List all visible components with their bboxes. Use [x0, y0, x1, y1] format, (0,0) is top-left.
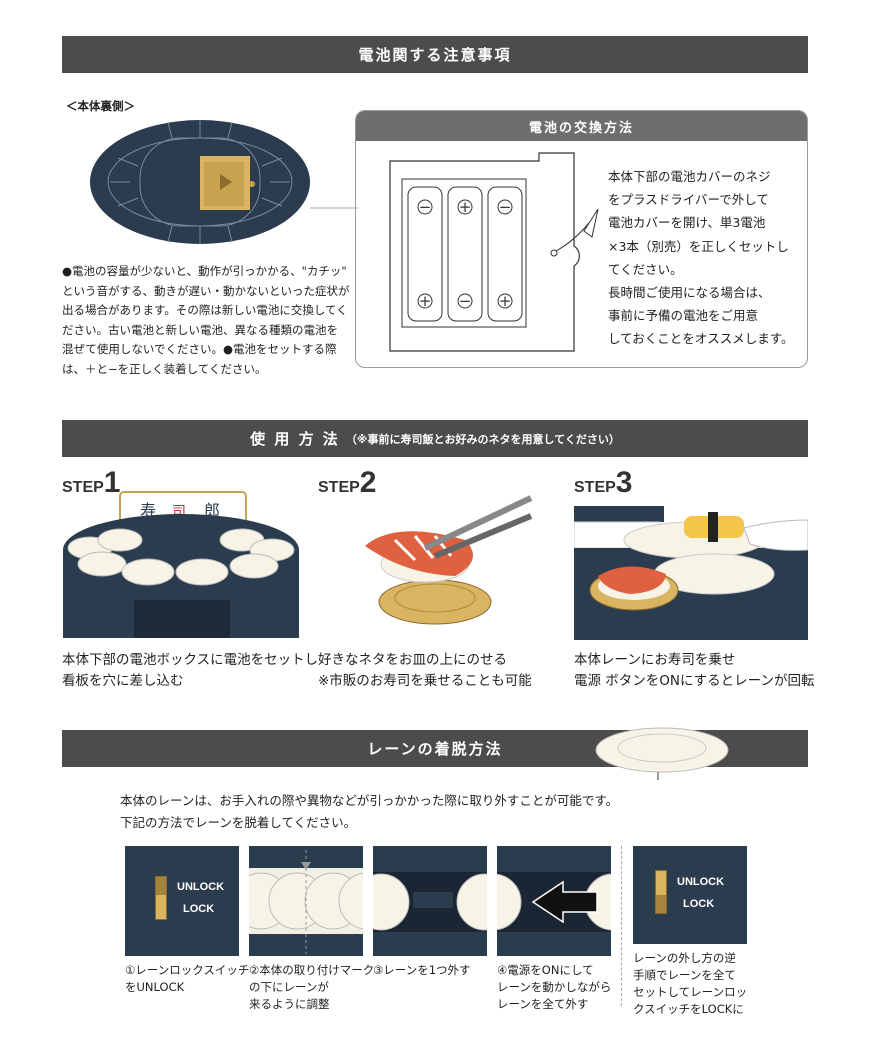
- lock-switch: [155, 876, 167, 920]
- svg-text:+: +: [499, 292, 512, 310]
- lane-panel-3: [373, 846, 487, 956]
- lane-intro-text: 本体のレーンは、お手入れの際や異物などが引っかかった際に取り外すことが可能です。…: [120, 790, 618, 834]
- step2-label: STEP2: [318, 466, 376, 500]
- lock-label: LOCK: [183, 903, 215, 915]
- step3-illustration: [574, 506, 808, 640]
- caption-line: ※市販のお寿司を乗せることも可能: [318, 673, 532, 689]
- step-prefix: STEP: [318, 479, 360, 496]
- usage-section-subtitle: （※事前に寿司飯とお好みのネタを用意してください）: [345, 432, 620, 446]
- battery-section-header: 電池関する注意事項: [62, 36, 808, 73]
- usage-section-title: 使 用 方 法: [250, 430, 340, 448]
- step-prefix: STEP: [574, 479, 616, 496]
- exchange-line: をプラスドライバーで外して: [608, 192, 769, 208]
- unit-back-illustration: [90, 120, 358, 244]
- caption-line: をUNLOCK: [125, 980, 185, 994]
- caption-line: レーンを動かしながら: [497, 980, 612, 994]
- exchange-line: 事前に予備の電池をご用意: [608, 308, 759, 324]
- lane-panel-2: [249, 846, 363, 956]
- step1-illustration: 寿 司 郎: [63, 491, 299, 638]
- exchange-line: てください。: [608, 261, 683, 277]
- battery-exchange-text: 本体下部の電池カバーのネジ をプラスドライバーで外して 電池カバーを開け、単3電…: [608, 165, 794, 351]
- caption-line: 好きなネタをお皿の上にのせる: [318, 652, 507, 668]
- exchange-line: しておくことをオススメします。: [608, 331, 794, 347]
- svg-text:−: −: [459, 292, 472, 310]
- lane-section-title: レーンの着脱方法: [367, 740, 503, 758]
- step-number: 3: [615, 466, 633, 499]
- caption-line: 本体レーンにお寿司を乗せ: [574, 652, 736, 668]
- step-number: 2: [359, 466, 377, 499]
- battery-exchange-title: 電池の交換方法: [356, 111, 807, 141]
- intro-line: 本体のレーンは、お手入れの際や異物などが引っかかった際に取り外すことが可能です。: [120, 793, 619, 808]
- battery-exchange-box: 電池の交換方法 − + + − − + 本体下部の電池カバーのネジ をプラスドラ…: [355, 110, 808, 368]
- caption-line: の下にレーンが: [249, 980, 329, 994]
- lane-caption-5: レーンの外し方の逆 手順でレーンを全て セットしてレーンロッ クスイッチをLOC…: [633, 950, 747, 1018]
- unlock-label: UNLOCK: [677, 876, 725, 888]
- svg-text:+: +: [459, 198, 472, 216]
- warning-line: という音がする、動きが遅い・動かないといった症状が: [62, 283, 350, 298]
- lane-panel-4: [497, 846, 611, 956]
- intro-line: 下記の方法でレーンを脱着してください。: [120, 815, 357, 830]
- warning-line: ●電池の容量が少ないと、動作が引っかかる、"カチッ": [62, 264, 347, 278]
- exchange-line: ×3本（別売）を正しくセットし: [608, 238, 789, 254]
- step1-caption: 本体下部の電池ボックスに電池をセットし 看板を穴に差し込む: [62, 650, 318, 692]
- lane-caption-4: ④電源をONにして レーンを動かしながら レーンを全て外す: [497, 962, 611, 1013]
- caption-line: レーンの外し方の逆: [633, 951, 736, 965]
- step3-label: STEP3: [574, 466, 632, 500]
- caption-line: 本体下部の電池ボックスに電池をセットし: [62, 652, 319, 668]
- caption-line: ①レーンロックスイッチ: [125, 963, 250, 977]
- warning-line: 出る場合があります。その際は新しい電池に交換してく: [62, 303, 348, 317]
- step-prefix: STEP: [62, 479, 104, 496]
- lock-label: LOCK: [683, 898, 715, 910]
- warning-line: ださい。古い電池と新しい電池、異なる種類の電池を: [62, 322, 338, 337]
- lane-plate-illustration: [595, 727, 729, 780]
- caption-line: 手順でレーンを全て: [633, 968, 736, 982]
- step1-label: STEP1: [62, 466, 120, 500]
- caption-line: 看板を穴に差し込む: [62, 673, 184, 689]
- lane-panel-5: UNLOCK LOCK: [633, 846, 747, 944]
- battery-compartment-illustration: − + + − − +: [389, 152, 599, 352]
- lane-caption-2: ②本体の取り付けマーク の下にレーンが 来るように調整: [249, 962, 374, 1013]
- battery-section-title: 電池関する注意事項: [358, 46, 512, 64]
- lock-switch: [655, 870, 667, 914]
- lane-caption-1: ①レーンロックスイッチ をUNLOCK: [125, 962, 249, 996]
- usage-section-header: 使 用 方 法 （※事前に寿司飯とお好みのネタを用意してください）: [62, 420, 808, 457]
- back-side-label: ＜本体裏側＞: [66, 99, 135, 113]
- exchange-line: 長時間ご使用になる場合は、: [608, 285, 771, 301]
- lane-caption-3: ③レーンを1つ外す: [373, 962, 471, 979]
- caption-line: レーンを全て外す: [497, 997, 589, 1011]
- step2-caption: 好きなネタをお皿の上にのせる ※市販のお寿司を乗せることも可能: [318, 650, 532, 692]
- step-number: 1: [103, 466, 121, 499]
- exchange-line: 本体下部の電池カバーのネジ: [608, 169, 771, 184]
- warning-line: 混ぜて使用しないでください。●電池をセットする際: [62, 342, 337, 356]
- step3-caption: 本体レーンにお寿司を乗せ 電源 ボタンをONにするとレーンが回転: [574, 650, 814, 692]
- svg-text:+: +: [419, 292, 432, 310]
- unlock-label: UNLOCK: [177, 881, 225, 893]
- caption-line: 電源 ボタンをONにするとレーンが回転: [574, 673, 815, 689]
- lane-panel-1: UNLOCK LOCK: [125, 846, 239, 956]
- caption-line: 来るように調整: [249, 997, 330, 1011]
- caption-line: ②本体の取り付けマーク: [249, 963, 375, 977]
- warning-line: は、＋と−を正しく装着してください。: [62, 361, 267, 376]
- exchange-line: 電池カバーを開け、単3電池: [608, 215, 766, 231]
- svg-text:−: −: [499, 198, 512, 216]
- battery-warning-text: ●電池の容量が少ないと、動作が引っかかる、"カチッ" という音がする、動きが遅い…: [62, 262, 352, 379]
- step2-illustration: [365, 495, 533, 625]
- caption-line: クスイッチをLOCKに: [633, 1002, 744, 1016]
- caption-line: ③レーンを1つ外す: [373, 963, 471, 977]
- svg-text:−: −: [419, 198, 432, 216]
- caption-line: セットしてレーンロッ: [633, 985, 748, 999]
- panel-divider: [621, 846, 622, 1006]
- caption-line: ④電源をONにして: [497, 963, 594, 977]
